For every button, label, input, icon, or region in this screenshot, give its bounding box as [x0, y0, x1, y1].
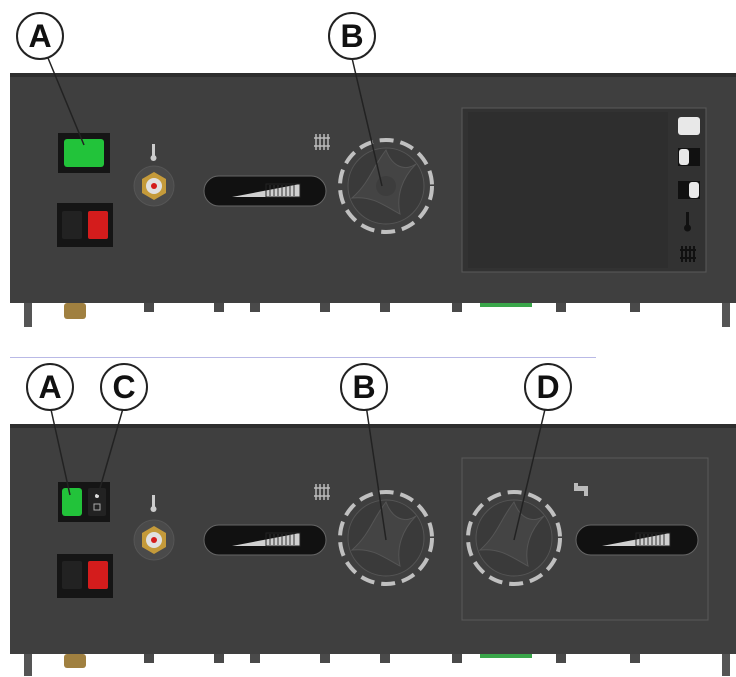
panel-foot [722, 654, 730, 676]
switch-red-half [88, 561, 108, 589]
panel-foot [320, 303, 330, 312]
temperature-slider [203, 524, 327, 556]
panel-foot [214, 303, 224, 312]
mode-summer-icon [678, 148, 700, 166]
callout-c: C [100, 363, 148, 411]
callout-b-bottom: B [340, 363, 388, 411]
radiator-icon [680, 246, 696, 262]
radiator-icon [314, 134, 330, 150]
thermometer-icon [150, 495, 157, 512]
leader-line-b [351, 57, 383, 187]
switch-c-body [88, 488, 106, 516]
panel-foot [24, 303, 32, 327]
display-screen-inner [468, 112, 668, 268]
brass-fitting [64, 303, 86, 319]
leader-line-c [97, 404, 125, 496]
pressure-valve [133, 165, 175, 207]
callout-b-top: B [328, 12, 376, 60]
separator-line [10, 357, 596, 358]
callout-a-top: A [16, 12, 64, 60]
switch-c-mark [93, 503, 101, 511]
hot-water-slider [575, 524, 699, 556]
panel-foot-green [480, 654, 532, 658]
panel-foot [250, 303, 260, 312]
thermometer-icon [684, 212, 691, 232]
leader-line-b-bottom [365, 404, 387, 541]
panel-foot [320, 654, 330, 663]
panel-foot [630, 654, 640, 663]
mode-off-icon [678, 117, 700, 135]
panel-foot [144, 654, 154, 663]
panel-foot [380, 303, 390, 312]
panel-foot [452, 303, 462, 312]
radiator-icon [314, 484, 330, 500]
panel-foot [630, 303, 640, 312]
thermometer-icon [150, 144, 157, 161]
panel-foot [722, 303, 730, 327]
callout-a-bottom: A [26, 363, 74, 411]
temperature-slider [203, 175, 327, 207]
leader-line-a [47, 57, 85, 146]
heating-dial [338, 138, 434, 234]
switch-red-half [88, 211, 108, 239]
panel-foot [24, 654, 32, 676]
power-switch-green-bottom [62, 488, 82, 516]
panel-foot [556, 303, 566, 312]
panel-foot-green [480, 303, 532, 307]
panel-foot [214, 654, 224, 663]
panel-foot [556, 654, 566, 663]
panel-foot [144, 303, 154, 312]
power-switch-green [64, 139, 104, 167]
leader-line-a-bottom [49, 404, 71, 496]
panel-foot [452, 654, 462, 663]
hot-water-section [461, 457, 709, 621]
top-panel-edge [10, 73, 736, 77]
brass-fitting [64, 654, 86, 668]
leader-line-d [513, 404, 547, 541]
panel-foot [250, 654, 260, 663]
panel-foot [380, 654, 390, 663]
callout-d: D [524, 363, 572, 411]
switch-black-half [62, 211, 82, 239]
pressure-valve [133, 519, 175, 561]
mode-winter-icon [678, 181, 700, 199]
tap-icon [574, 483, 588, 496]
switch-black-half [62, 561, 82, 589]
